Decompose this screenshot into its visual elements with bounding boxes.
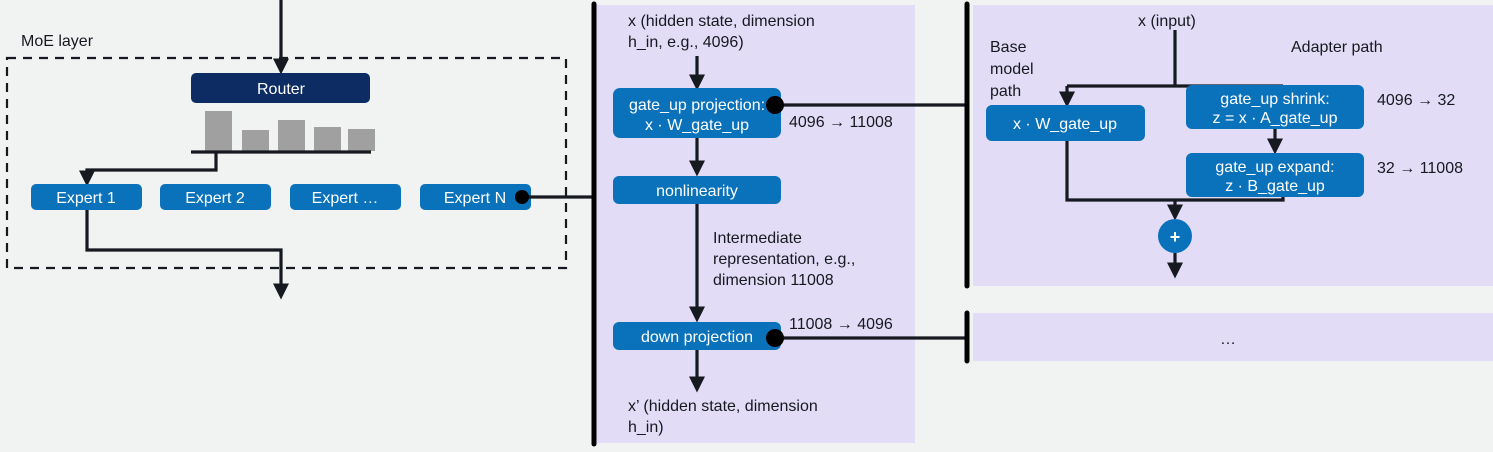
ellipsis-panel-label: … xyxy=(1220,331,1236,348)
expert1-output-arrow xyxy=(85,210,289,300)
ellipsis-panel-background xyxy=(973,313,1493,361)
gate-up-shrink-label-line1: gate_up shrink: xyxy=(1220,91,1329,108)
down-projection-tap-dot xyxy=(766,329,784,347)
sum-node-label: + xyxy=(1170,227,1181,247)
base-model-box-label: x · W_gate_up xyxy=(1013,116,1117,133)
router-label: Router xyxy=(257,81,306,98)
expert-box-1[interactable] xyxy=(31,184,142,210)
router-weight-bar xyxy=(314,127,341,151)
router-weight-bar xyxy=(242,130,269,151)
moe-layer-title: MoE layer xyxy=(21,33,94,50)
down-projection-dim-annotation: 11008 → 4096 xyxy=(789,316,893,333)
base-model-path-label-line3: path xyxy=(990,83,1021,100)
expert-label-1: Expert 1 xyxy=(56,190,116,207)
router-box[interactable] xyxy=(191,73,370,103)
gate-up-dim-annotation: 4096 → 11008 xyxy=(789,114,893,131)
router-weight-bar xyxy=(205,111,232,151)
expert-output-label-line2: h_in) xyxy=(628,419,664,436)
expert-label-n: Expert N xyxy=(444,190,506,207)
expert-box-2[interactable] xyxy=(160,184,271,210)
expert-box-ellipsis[interactable] xyxy=(290,184,401,210)
gate-up-shrink-box[interactable] xyxy=(1186,85,1364,129)
down-projection-label: down projection xyxy=(641,329,753,346)
sum-node[interactable] xyxy=(1158,219,1192,253)
gate-up-expand-label-line1: gate_up expand: xyxy=(1215,159,1334,176)
intermediate-label-line2: representation, e.g., xyxy=(713,251,855,268)
gate-up-projection-label-line2: x · W_gate_up xyxy=(645,117,749,134)
base-model-box[interactable] xyxy=(986,105,1145,141)
router-weight-bar xyxy=(278,120,305,151)
gate-up-projection-box[interactable] xyxy=(613,88,781,138)
moe-layer-boundary xyxy=(5,56,568,270)
router-to-expert1-arrow xyxy=(79,152,218,187)
base-model-path-label-line1: Base xyxy=(990,39,1027,56)
gate-up-expand-box[interactable] xyxy=(1186,153,1364,197)
adapter-path-label: Adapter path xyxy=(1291,39,1383,56)
gate-up-expand-label-line2: z · B_gate_up xyxy=(1225,178,1325,195)
router-weight-bar xyxy=(348,129,375,151)
lora-input-label: x (input) xyxy=(1138,13,1196,30)
down-projection-box[interactable] xyxy=(613,322,781,350)
gate-up-shrink-dim-annotation: 4096 → 32 xyxy=(1377,92,1455,109)
gate-up-shrink-label-line2: z = x · A_gate_up xyxy=(1213,110,1338,127)
expert-input-label-line2: h_in, e.g., 4096) xyxy=(628,34,744,51)
expert-panel-background xyxy=(594,5,915,443)
expert-input-label-line1: x (hidden state, dimension xyxy=(628,13,815,30)
expert-label-2: Expert 2 xyxy=(185,190,245,207)
gate-up-projection-label-line1: gate_up projection: xyxy=(629,97,765,114)
gate-up-expand-dim-annotation: 32 → 11008 xyxy=(1377,160,1463,177)
nonlinearity-label: nonlinearity xyxy=(656,183,738,200)
base-model-path-label-line2: model xyxy=(990,61,1034,78)
intermediate-label-line3: dimension 11008 xyxy=(713,272,834,289)
expert-n-tap-dot xyxy=(515,190,529,204)
lora-panel-background xyxy=(973,5,1493,286)
expert-box-n[interactable] xyxy=(420,184,531,210)
router-weights-chart xyxy=(191,111,375,154)
expert-output-label-line1: x’ (hidden state, dimension xyxy=(628,398,818,415)
gate-up-tap-dot xyxy=(766,96,784,114)
expert-label-ellipsis: Expert … xyxy=(312,190,379,207)
nonlinearity-box[interactable] xyxy=(613,176,781,204)
intermediate-label-line1: Intermediate xyxy=(713,230,802,247)
